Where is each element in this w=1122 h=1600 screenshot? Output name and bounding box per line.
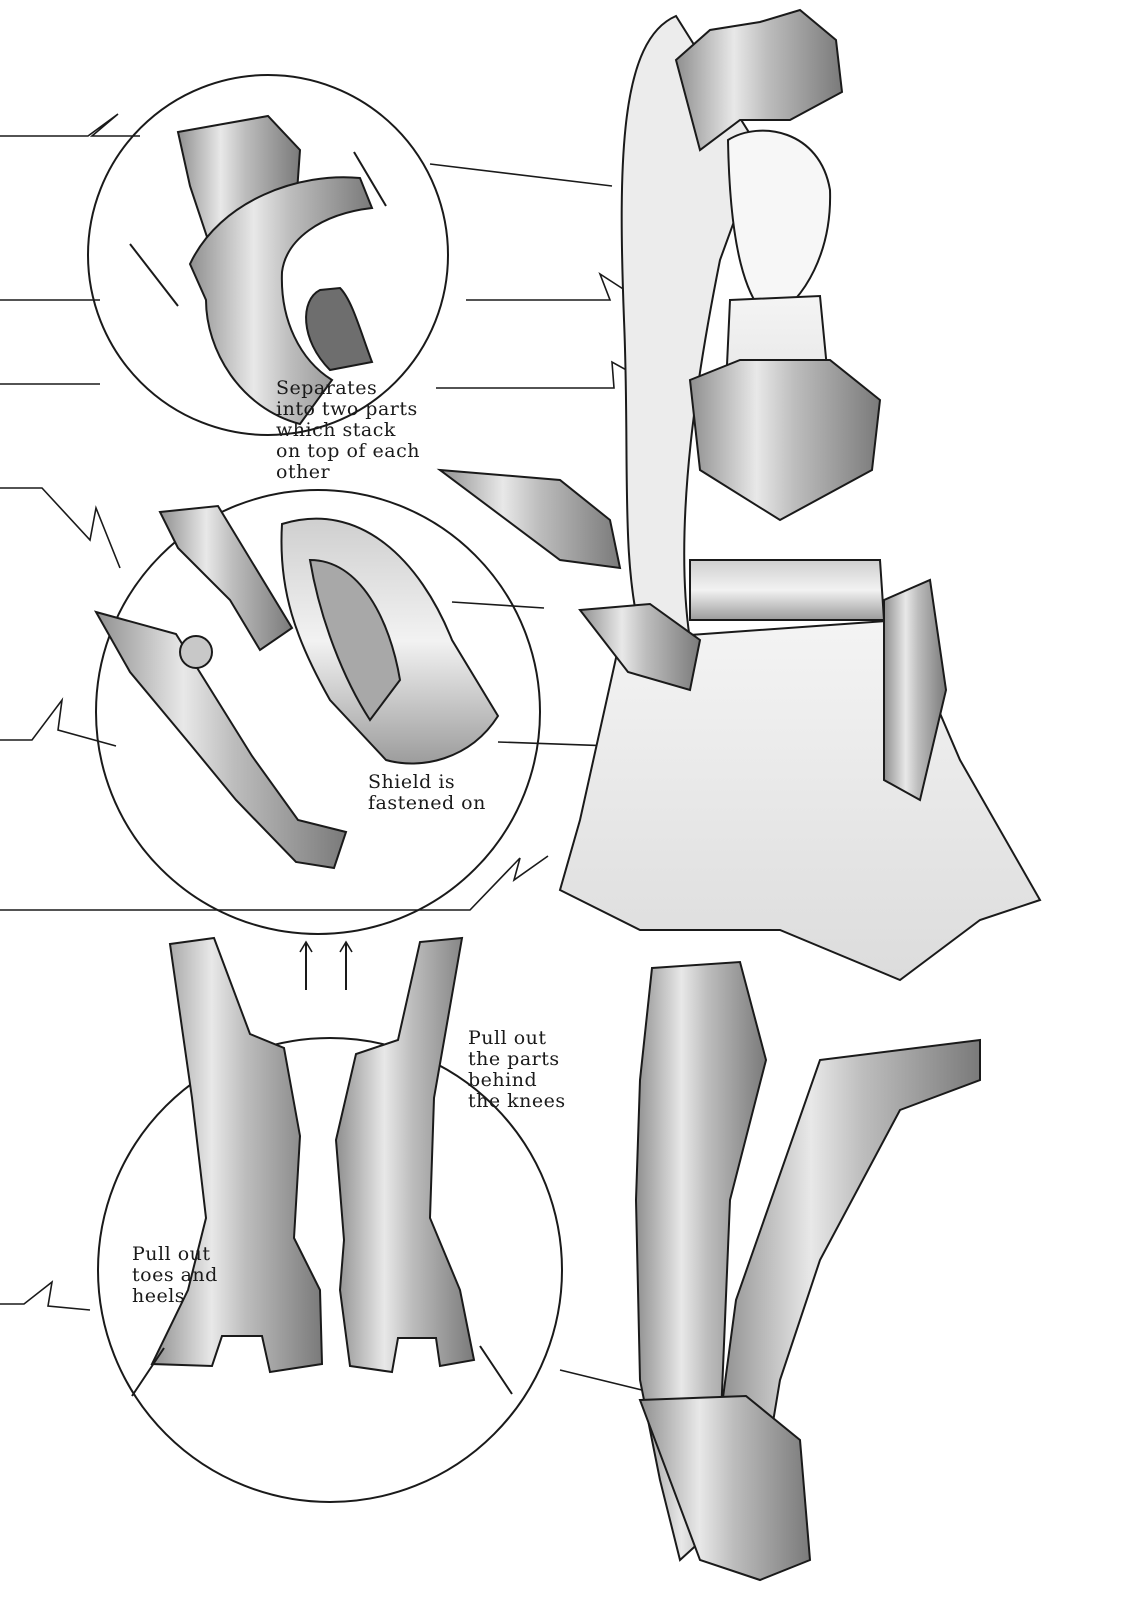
callout-shield: Shield is fastened on [368, 772, 486, 814]
callout-toes-line-1: Pull out [132, 1243, 211, 1265]
callout-separates-line-1: Separates [276, 377, 378, 399]
callout-separates-line-2: into two parts [276, 398, 418, 420]
callout-separates-line-4: on top of each [276, 440, 420, 462]
callout-separates-line-5: other [276, 461, 331, 483]
callout-separates: Separates into two parts which stack on … [276, 378, 420, 483]
boots-detail-circle [97, 1037, 563, 1503]
callout-separates-line-3: which stack [276, 419, 396, 441]
callout-knees-line-4: the knees [468, 1090, 566, 1112]
boots-illustration [131, 936, 513, 1397]
callout-shield-line-1: Shield is [368, 771, 456, 793]
callout-knees-line-2: the parts [468, 1048, 560, 1070]
arm-detail-circle [95, 489, 541, 935]
callout-toes-line-3: heels [132, 1285, 186, 1307]
detail-circles [87, 74, 563, 1503]
callout-knees-line-1: Pull out [468, 1027, 547, 1049]
arm-shield-illustration [93, 504, 500, 870]
shoulder-detail-circle [87, 74, 449, 436]
callout-toes-line-2: toes and [132, 1264, 218, 1286]
figure-illustration [436, 8, 1042, 1582]
callout-knees-line-3: behind [468, 1069, 538, 1091]
callout-toes: Pull out toes and heels [132, 1244, 218, 1307]
callout-knees: Pull out the parts behind the knees [468, 1028, 566, 1112]
arrow-marks [299, 940, 353, 953]
shoulder-armor-illustration [129, 114, 387, 426]
callout-shield-line-2: fastened on [368, 792, 486, 814]
